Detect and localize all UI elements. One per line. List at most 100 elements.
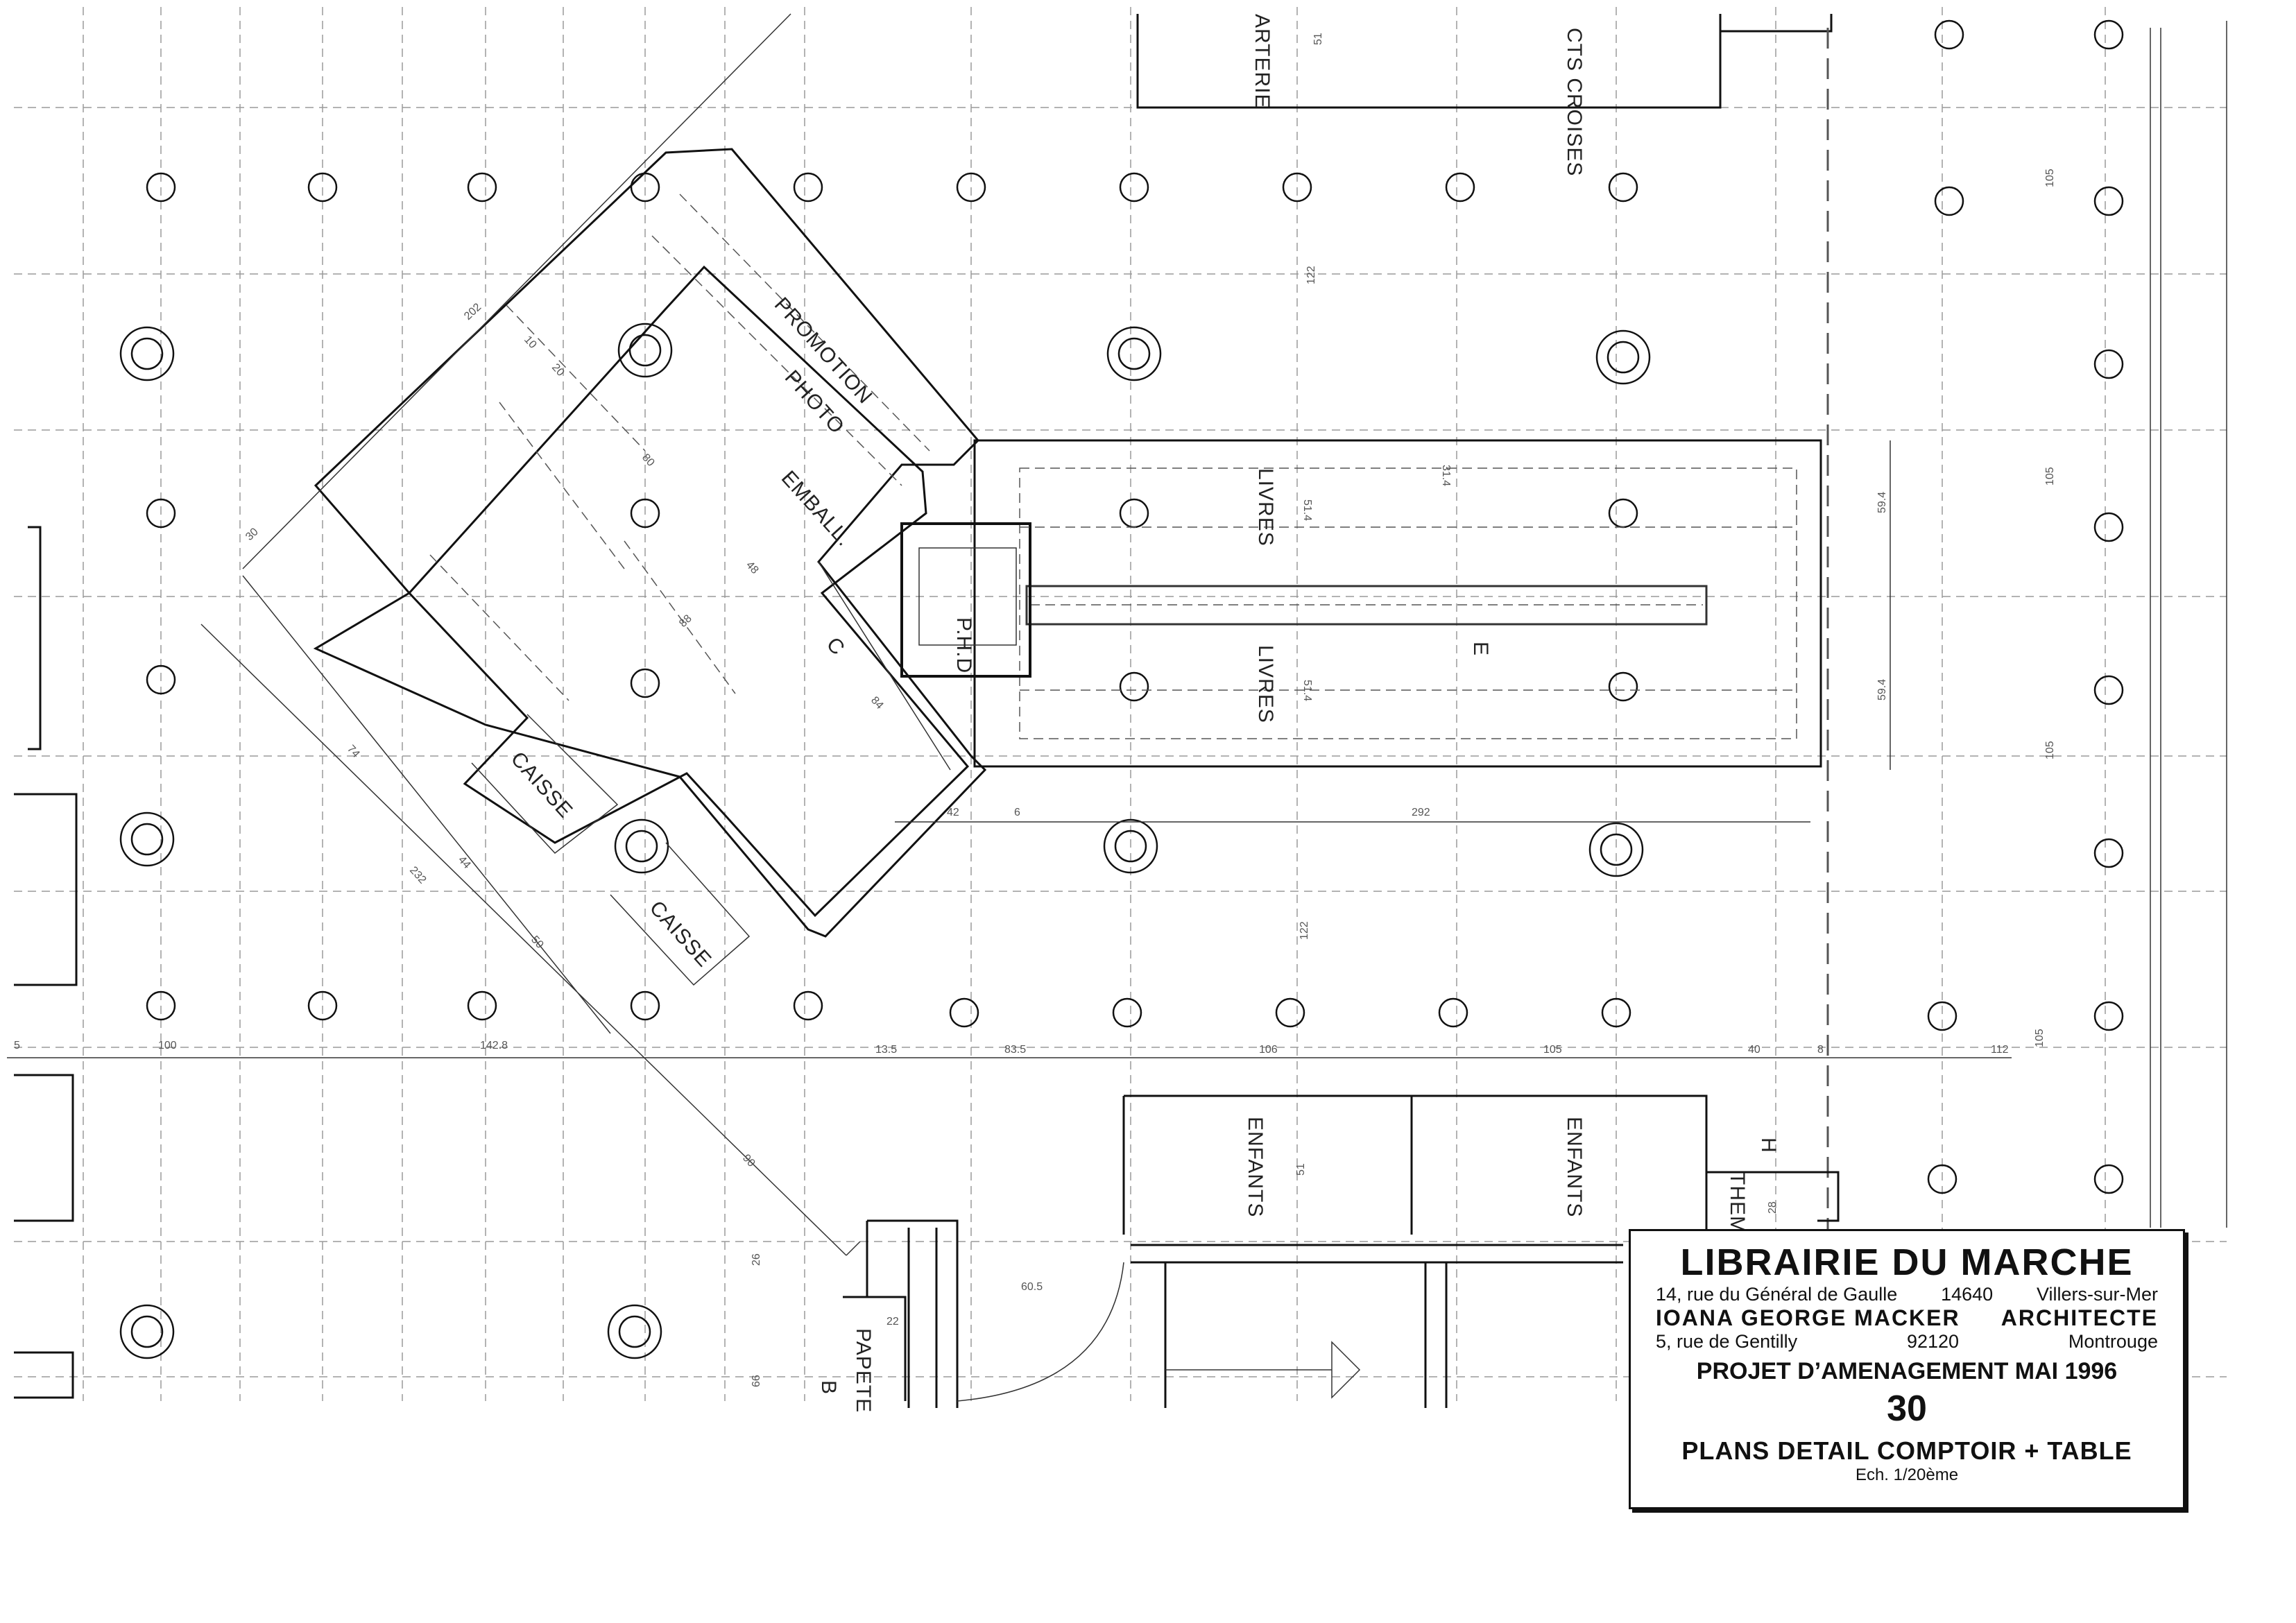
sheet-number: 30 [1887, 1389, 1927, 1429]
counter-caisse-recess [471, 714, 751, 986]
structural-column-marker [119, 812, 175, 867]
central-table [900, 439, 1822, 768]
column-marker [1282, 172, 1312, 203]
structural-grid-lines [14, 7, 2227, 1401]
counter-outer-outline [313, 148, 987, 938]
structural-column-marker [130, 823, 164, 856]
column-marker [1119, 498, 1149, 529]
column-marker [2093, 512, 2124, 542]
column-marker [1934, 186, 1964, 216]
dim-30: 30 [243, 526, 261, 543]
entrance-door-frame [843, 1219, 959, 1408]
dim-142-8: 142.8 [480, 1040, 508, 1051]
column-marker [630, 990, 660, 1021]
dim-105-right-3: 105 [2044, 741, 2056, 759]
structural-column-marker [119, 1304, 175, 1359]
structural-column-marker [119, 326, 175, 381]
dim-84: 84 [868, 694, 886, 712]
dim-8: 8 [1817, 1044, 1824, 1056]
dim-60-5: 60.5 [1021, 1281, 1043, 1293]
sheet-title: PLANS DETAIL COMPTOIR + TABLE [1681, 1436, 2132, 1465]
column-marker [1608, 172, 1638, 203]
column-marker [2093, 838, 2124, 868]
dim-20: 20 [549, 361, 567, 379]
column-marker [949, 997, 979, 1028]
dim-88: 88 [677, 612, 694, 630]
phd-cabinet-inner [918, 547, 1017, 646]
dim-105-right-4: 105 [2034, 1029, 2046, 1047]
bottom-shelving-unit [1122, 1094, 1708, 1235]
column-marker [2093, 675, 2124, 705]
structural-column-marker [618, 1315, 651, 1348]
dim-80: 80 [640, 452, 657, 469]
structural-column-marker [628, 334, 662, 367]
column-marker [1119, 671, 1149, 702]
label-caisse-2: CAISSE [645, 897, 716, 972]
title-block: LIBRAIRIE DU MARCHE 14, rue du Général d… [1629, 1229, 2185, 1509]
label-enfants-2: ENFANTS [1563, 1117, 1586, 1217]
top-shelving-unit-left [1136, 14, 1722, 109]
dim-59-4-bottom: 59.4 [1876, 679, 1888, 701]
label-h: H [1757, 1137, 1780, 1153]
column-marker [146, 664, 176, 695]
dim-50: 50 [529, 934, 546, 951]
column-marker [1445, 172, 1475, 203]
shop-city: Villers-sur-Mer [2036, 1284, 2158, 1305]
label-livres-2: LIVRES [1254, 645, 1277, 723]
dim-6: 6 [1014, 807, 1020, 818]
label-b: B [817, 1380, 840, 1395]
dim-90: 90 [740, 1152, 757, 1169]
structural-column-marker [1106, 326, 1162, 381]
structural-column-marker [1600, 833, 1633, 866]
label-arterie: ARTERIE [1251, 14, 1274, 108]
dim-112: 112 [1991, 1044, 2009, 1056]
counter-inner-outline [407, 265, 970, 918]
structural-column-marker [1588, 822, 1644, 877]
dim-232: 232 [407, 864, 429, 886]
bottom-shelving-theme [1706, 1171, 1840, 1222]
shop-address-line: 14, rue du Général de Gaulle 14640 Ville… [1631, 1284, 2183, 1305]
dim-51-top: 51 [1312, 33, 1324, 45]
top-shelving-unit-right [1719, 14, 1833, 33]
left-wall-panels [14, 526, 78, 1399]
structural-column-marker [130, 1315, 164, 1348]
dim-122-bottom: 122 [1299, 921, 1310, 940]
label-emball: EMBALL. [777, 467, 856, 551]
architect-city: Montrouge [2068, 1331, 2158, 1352]
column-marker [467, 990, 497, 1021]
column-marker [1601, 997, 1631, 1028]
label-enfants-1: ENFANTS [1244, 1117, 1267, 1217]
column-marker [956, 172, 986, 203]
structural-column-marker [1595, 329, 1651, 385]
table-hidden-top [1019, 467, 1797, 739]
dim-44: 44 [456, 854, 473, 871]
structural-column-marker [607, 1304, 662, 1359]
column-marker [1112, 997, 1142, 1028]
counter [200, 13, 987, 1256]
label-e: E [1469, 642, 1492, 656]
dim-31-4: 31.4 [1440, 465, 1452, 486]
dim-292: 292 [1412, 807, 1430, 818]
dim-42: 42 [947, 807, 959, 818]
dim-83-5: 83.5 [1004, 1044, 1026, 1056]
scale-label: Ech. 1/20ème [1855, 1466, 1959, 1484]
column-marker [2093, 1001, 2124, 1031]
architect-name: IOANA GEORGE MACKER [1656, 1305, 1960, 1330]
label-promotion: PROMOTION [770, 293, 877, 409]
dim-22: 22 [886, 1316, 899, 1328]
dim-100: 100 [158, 1040, 177, 1051]
display-strip [1025, 585, 1708, 626]
architect-role: ARCHITECTE [2001, 1305, 2158, 1330]
dim-51-bottom: 51 [1295, 1163, 1307, 1176]
column-marker [1927, 1001, 1957, 1031]
column-marker [146, 990, 176, 1021]
column-marker [793, 172, 823, 203]
structural-column-marker [617, 323, 673, 378]
column-marker [1927, 1164, 1957, 1194]
column-marker [630, 498, 660, 529]
structural-column-marker [1607, 341, 1640, 374]
structural-column-marker [1114, 830, 1147, 863]
shop-name: LIBRAIRIE DU MARCHE [1680, 1242, 2134, 1283]
column-markers [119, 19, 2124, 1359]
